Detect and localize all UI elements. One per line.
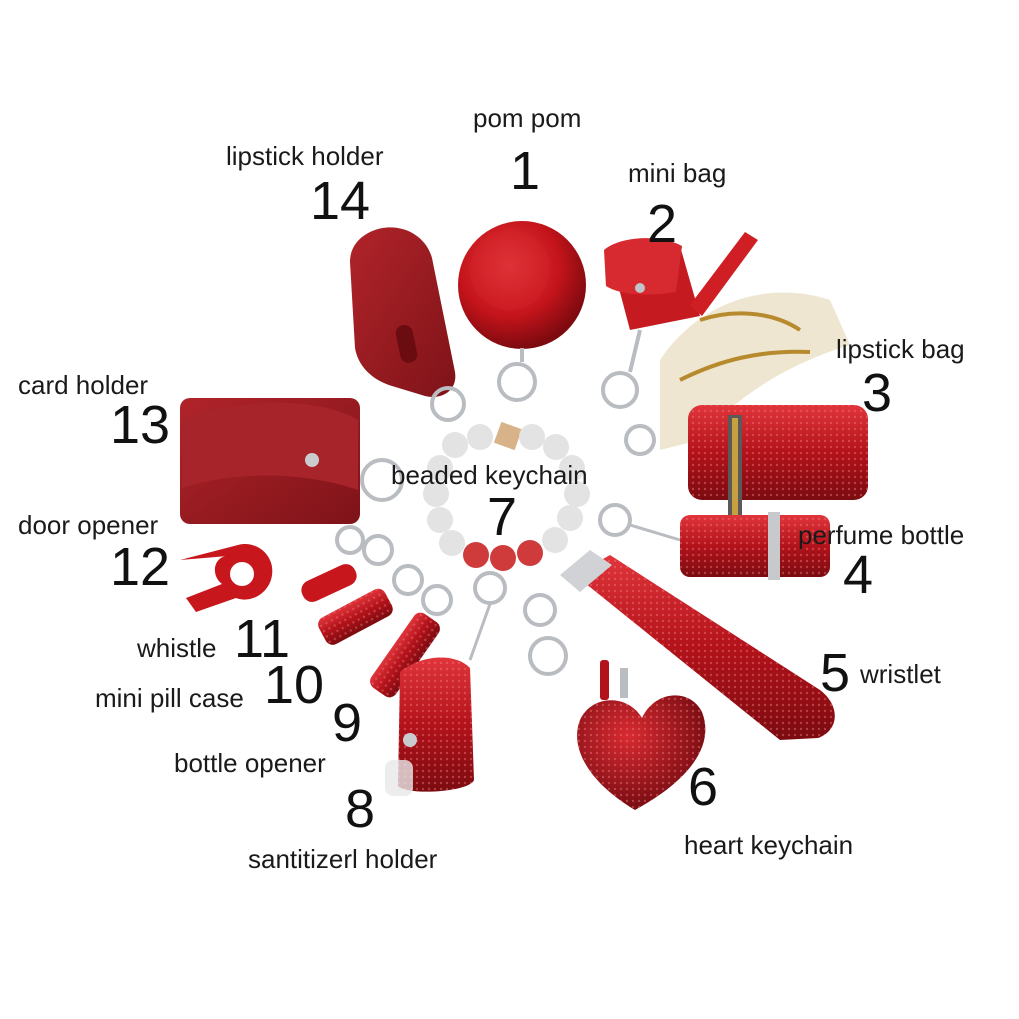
label-card-holder: card holder [18, 370, 149, 400]
wristlet-icon [560, 550, 835, 740]
number-door-opener: 12 [110, 537, 171, 597]
beaded-keychain-icon [423, 421, 590, 571]
number-bottle-opener: 9 [332, 693, 363, 753]
pill-case-icon [318, 564, 424, 645]
sanitizer-holder-icon [385, 571, 507, 796]
label-lipstick-bag: lipstick bag [836, 334, 965, 364]
card-holder-icon [180, 398, 404, 524]
whistle-icon [301, 534, 394, 602]
number-pom-pom: 1 [510, 141, 541, 201]
label-pill-case: mini pill case [95, 683, 244, 713]
number-mini-bag: 2 [647, 194, 678, 254]
label-sanitizer-holder: santitizerl holder [248, 844, 438, 874]
number-pill-case: 10 [264, 655, 325, 715]
lipstick-holder-icon [350, 227, 466, 422]
number-whistle: 11 [234, 609, 291, 669]
label-door-opener: door opener [18, 510, 159, 540]
lipstick-bag-icon [688, 405, 868, 525]
label-pom-pom: pom pom [473, 103, 582, 133]
bottle-opener-icon [370, 584, 453, 698]
label-beaded-keychain: beaded keychain [391, 460, 588, 490]
heart-keychain-icon [523, 593, 706, 810]
label-heart-keychain: heart keychain [684, 830, 854, 860]
perfume-bottle-icon [598, 503, 830, 580]
number-sanitizer-holder: 8 [345, 779, 376, 839]
label-mini-bag: mini bag [628, 158, 727, 188]
number-lipstick-bag: 3 [862, 363, 893, 423]
label-perfume-bottle: perfume bottle [798, 520, 965, 550]
mini-bag-icon [601, 232, 758, 409]
number-wristlet: 5 [820, 643, 851, 703]
pom-pom-icon [458, 221, 586, 402]
door-opener-icon [180, 525, 365, 612]
label-wristlet: wristlet [860, 659, 941, 689]
number-heart-keychain: 6 [688, 757, 719, 817]
label-lipstick-holder: lipstick holder [226, 141, 384, 171]
label-whistle: whistle [137, 633, 217, 663]
number-lipstick-holder: 14 [310, 171, 371, 231]
number-beaded-keychain: 7 [487, 487, 518, 547]
number-card-holder: 13 [110, 395, 171, 455]
number-perfume-bottle: 4 [843, 545, 874, 605]
label-bottle-opener: bottle opener [174, 748, 326, 778]
